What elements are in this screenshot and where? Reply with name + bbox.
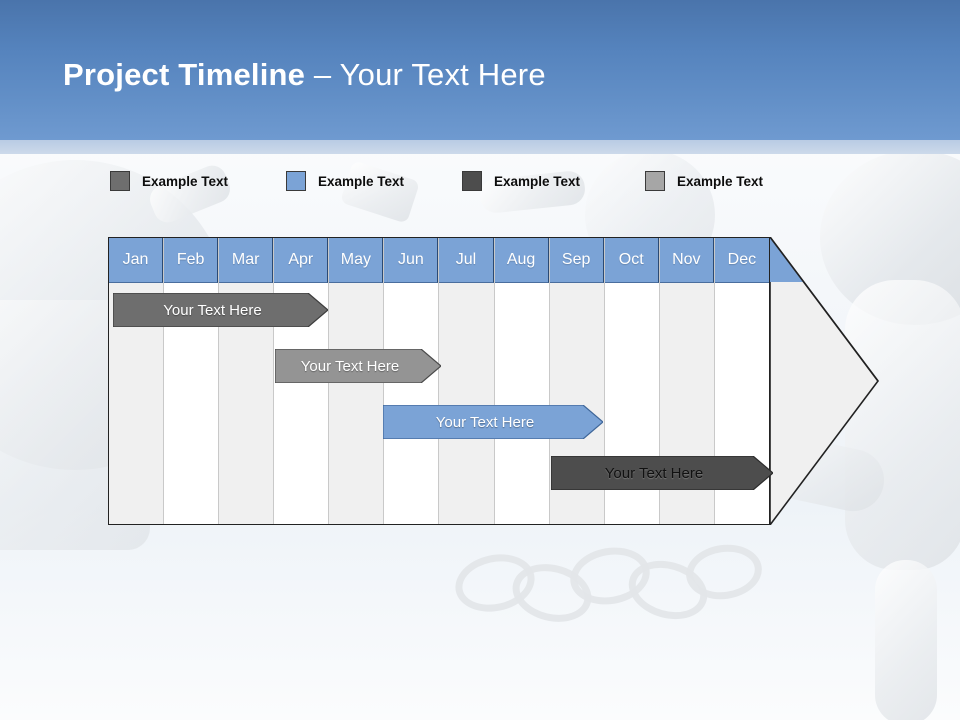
page-title: Project Timeline – Your Text Here	[63, 57, 546, 93]
page-title-strong: Project Timeline	[63, 57, 306, 92]
legend-swatch-icon-4	[645, 171, 665, 191]
legend-item-2[interactable]: Example Text	[286, 168, 404, 194]
legend-item-label: Example Text	[318, 173, 405, 189]
month-header-nov[interactable]: Nov	[659, 238, 714, 283]
task-bar-1[interactable]: Your Text Here	[113, 293, 328, 327]
timeline-column-jan[interactable]: Jan	[109, 238, 165, 524]
month-header-may[interactable]: May	[329, 238, 384, 283]
legend-swatch-icon-1	[110, 171, 130, 191]
month-header-sep[interactable]: Sep	[549, 238, 604, 283]
legend: Example Text Example Text Example Text Exam…	[110, 168, 870, 196]
month-header-dec[interactable]: Dec	[714, 238, 769, 283]
task-bar-label: Your Text Here	[163, 301, 262, 319]
task-bar-shape	[551, 456, 773, 490]
legend-item-label: Example Text	[677, 173, 764, 189]
title-banner	[0, 0, 960, 140]
task-bar-label: Your Text Here	[435, 413, 535, 431]
month-header-mar[interactable]: Mar	[219, 238, 274, 283]
legend-item-1[interactable]: Example Text	[110, 168, 228, 194]
chain-link-4	[621, 552, 715, 628]
task-bar-2[interactable]: Your Text Here	[275, 349, 441, 383]
month-header-jun[interactable]: Jun	[384, 238, 439, 283]
timeline-arrow-tip	[770, 237, 880, 525]
legend-item-label: Example Text	[494, 173, 581, 189]
title-banner-underline	[0, 140, 960, 154]
bg-figure-leg	[875, 560, 937, 720]
month-header-apr[interactable]: Apr	[274, 238, 329, 283]
timeline-column-jul[interactable]: Jul	[439, 238, 495, 524]
task-bar-shape	[275, 349, 441, 383]
timeline-column-feb[interactable]: Feb	[164, 238, 220, 524]
timeline-column-aug[interactable]: Aug	[494, 238, 550, 524]
legend-item-label: Example Text	[142, 173, 229, 189]
month-header-jul[interactable]: Jul	[439, 238, 494, 283]
month-header-aug[interactable]: Aug	[494, 238, 549, 283]
chain-link-1	[450, 547, 540, 619]
legend-swatch-icon-2	[286, 171, 306, 191]
task-bar-label: Your Text Here	[300, 357, 400, 375]
legend-item-3[interactable]: Example Text	[462, 168, 580, 194]
month-header-jan[interactable]: Jan	[109, 238, 164, 283]
timeline-column-mar[interactable]: Mar	[219, 238, 275, 524]
chain-link-2	[506, 556, 598, 630]
task-bar-shape	[113, 293, 328, 327]
chain-link-3	[565, 541, 655, 611]
task-bar-3[interactable]: Your Text Here	[383, 405, 603, 439]
task-bar-label: Your Text Here	[604, 464, 704, 482]
month-header-feb[interactable]: Feb	[164, 238, 219, 283]
page-title-light: Your Text Here	[339, 57, 546, 92]
bg-figure-body	[845, 280, 960, 570]
page-title-separator: –	[305, 57, 340, 92]
legend-item-4[interactable]: Example Text	[645, 168, 763, 194]
chain-link-5	[682, 539, 766, 605]
task-bar-shape	[383, 405, 603, 439]
task-bar-4[interactable]: Your Text Here	[551, 456, 773, 490]
month-header-oct[interactable]: Oct	[604, 238, 659, 283]
legend-swatch-icon-3	[462, 171, 482, 191]
